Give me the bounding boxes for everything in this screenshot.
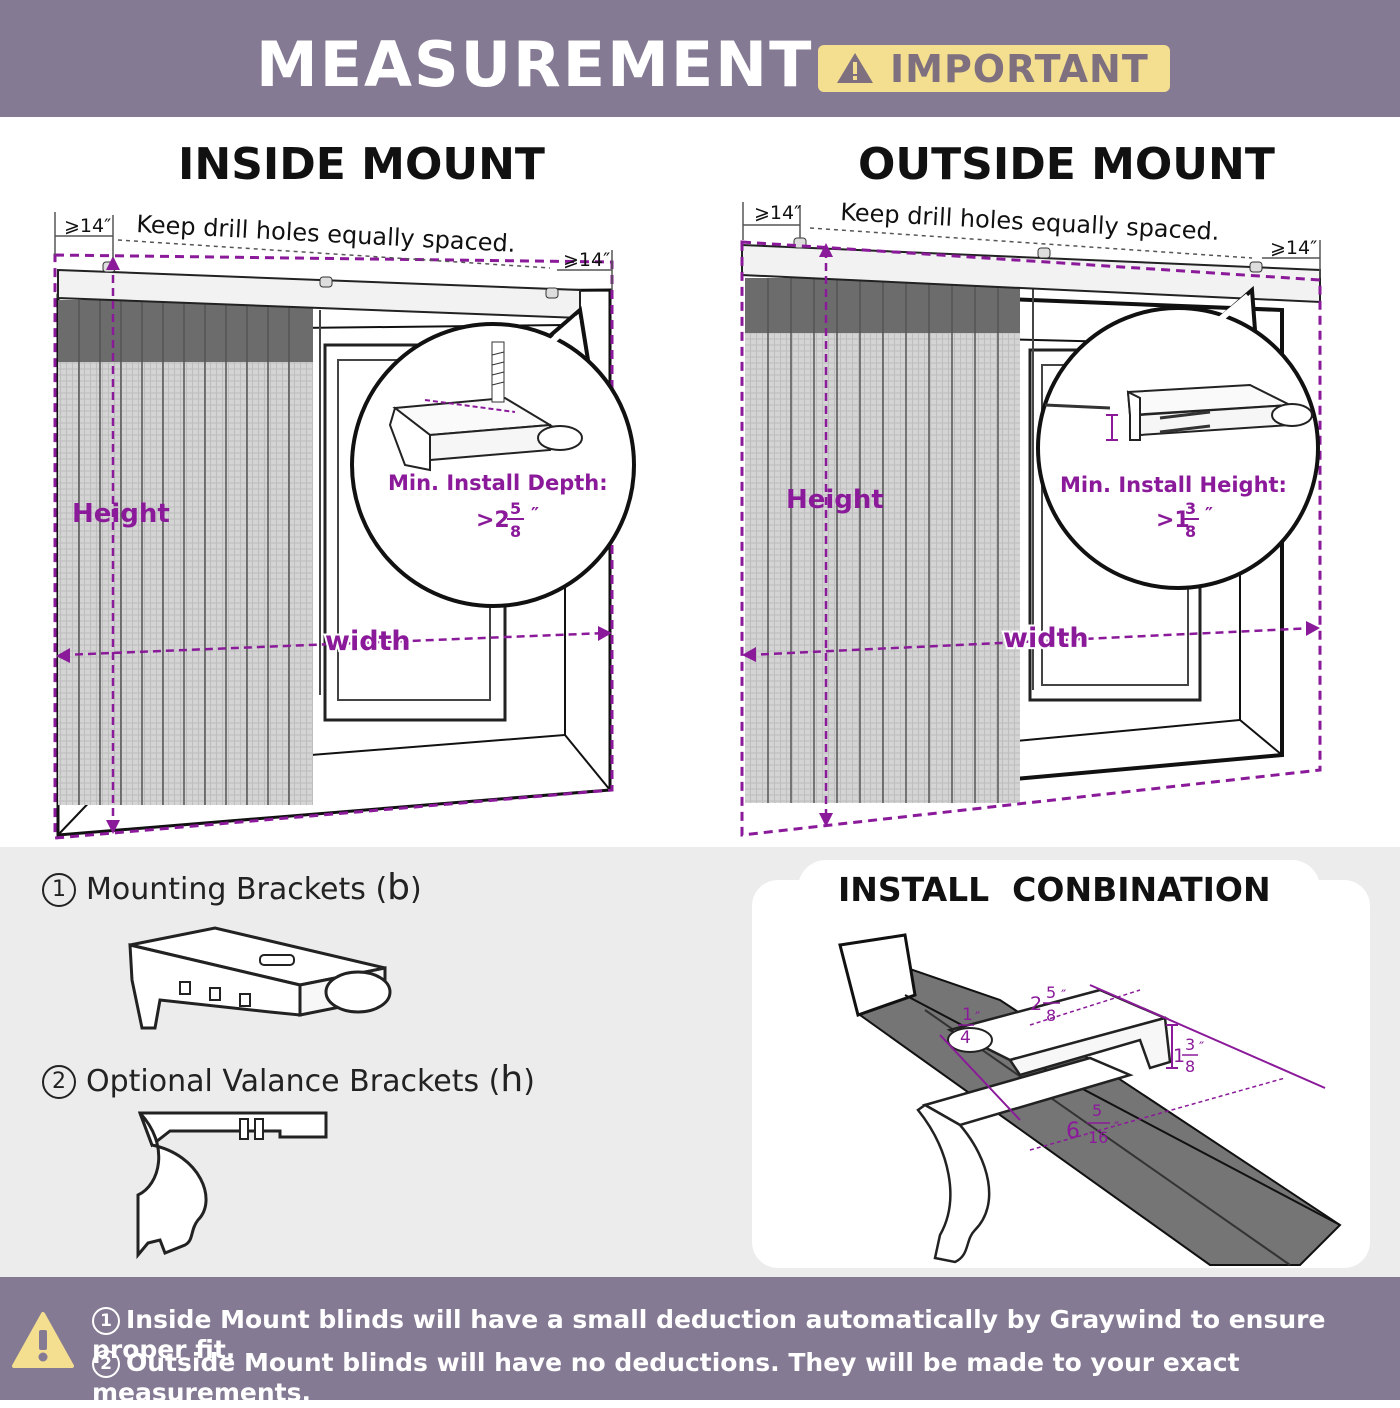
important-badge: IMPORTANT <box>818 45 1170 92</box>
warning-icon <box>12 1312 74 1368</box>
inside-drill-note: Keep drill holes equally spaced. <box>136 210 516 258</box>
dim-d-whole: 6 <box>1066 1119 1080 1144</box>
outside-height-label: Height <box>786 485 884 515</box>
page-title: MEASUREMENT <box>256 28 814 101</box>
inside-mount-title: INSIDE MOUNT <box>178 139 545 190</box>
outside-clearance-right: ⩾14″ <box>1270 237 1317 259</box>
outside-callout-den: 8 <box>1185 522 1196 541</box>
inside-callout-num: 5 <box>510 499 521 518</box>
inside-callout-label: Min. Install Depth: <box>388 471 608 495</box>
outside-callout-label: Min. Install Height: <box>1060 473 1287 497</box>
dim-b-num: 5 <box>1046 983 1056 1002</box>
note-number: 1 <box>92 1307 120 1335</box>
mounting-bracket-icon <box>128 926 392 1030</box>
dim-c-den: 8 <box>1185 1057 1195 1076</box>
outside-callout-prefix: >1 <box>1156 508 1190 533</box>
item-number: 1 <box>42 873 76 907</box>
dim-a-num: 1 <box>962 1005 973 1025</box>
dim-a-den: 4 <box>960 1028 971 1048</box>
inside-bracket-icon <box>388 341 583 472</box>
warning-icon <box>837 53 873 83</box>
dim-a-unit: ″ <box>975 1010 980 1026</box>
dim-b-whole: 2 <box>1030 993 1042 1015</box>
dim-c-num: 3 <box>1185 1035 1195 1054</box>
dim-d-num: 5 <box>1092 1101 1102 1120</box>
install-combination-diagram: 1 4 ″ 2 5 8 ″ 1 3 8 ″ 6 5 16 ″ <box>838 933 1342 1266</box>
outside-width-label: width <box>1003 623 1089 654</box>
dim-d-unit: ″ <box>1114 1120 1119 1136</box>
inside-callout-unit: ″ <box>531 504 539 525</box>
outside-bracket-icon <box>1044 383 1313 441</box>
install-combination-title: INSTALL CONBINATION <box>838 870 1271 909</box>
install-combination-pill <box>798 860 1320 916</box>
outside-callout-unit: ″ <box>1205 504 1213 525</box>
item-number: 2 <box>42 1065 76 1099</box>
inside-clearance-left: ⩾14″ <box>64 215 111 237</box>
outside-clearance-left: ⩾14″ <box>754 202 801 224</box>
dim-c-unit: ″ <box>1199 1040 1204 1056</box>
outside-drill-note: Keep drill holes equally spaced. <box>840 198 1220 246</box>
dim-b-unit: ″ <box>1061 988 1066 1004</box>
inside-callout-prefix: >2 <box>476 508 510 533</box>
inside-width-label: width <box>325 626 411 657</box>
outside-mount-title: OUTSIDE MOUNT <box>858 139 1275 190</box>
inside-height-label: Height <box>72 499 170 529</box>
inside-callout-den: 8 <box>510 522 521 541</box>
outside-mount-diagram: ⩾14″ ⩾14″ Keep drill holes equally space… <box>740 198 1322 837</box>
dim-d-den: 16 <box>1088 1128 1108 1147</box>
inside-clearance-right: ⩾14″ <box>563 249 610 271</box>
footer-bar <box>0 1277 1400 1400</box>
note-number: 2 <box>92 1350 120 1378</box>
dim-b-den: 8 <box>1046 1006 1056 1025</box>
dim-c-whole: 1 <box>1173 1045 1185 1067</box>
inside-mount-diagram: ⩾14″ ⩾14″ Keep drill holes equally space… <box>53 210 636 840</box>
important-label: IMPORTANT <box>890 47 1149 91</box>
valance-bracket-icon <box>136 1111 328 1260</box>
outside-callout-num: 3 <box>1185 499 1196 518</box>
